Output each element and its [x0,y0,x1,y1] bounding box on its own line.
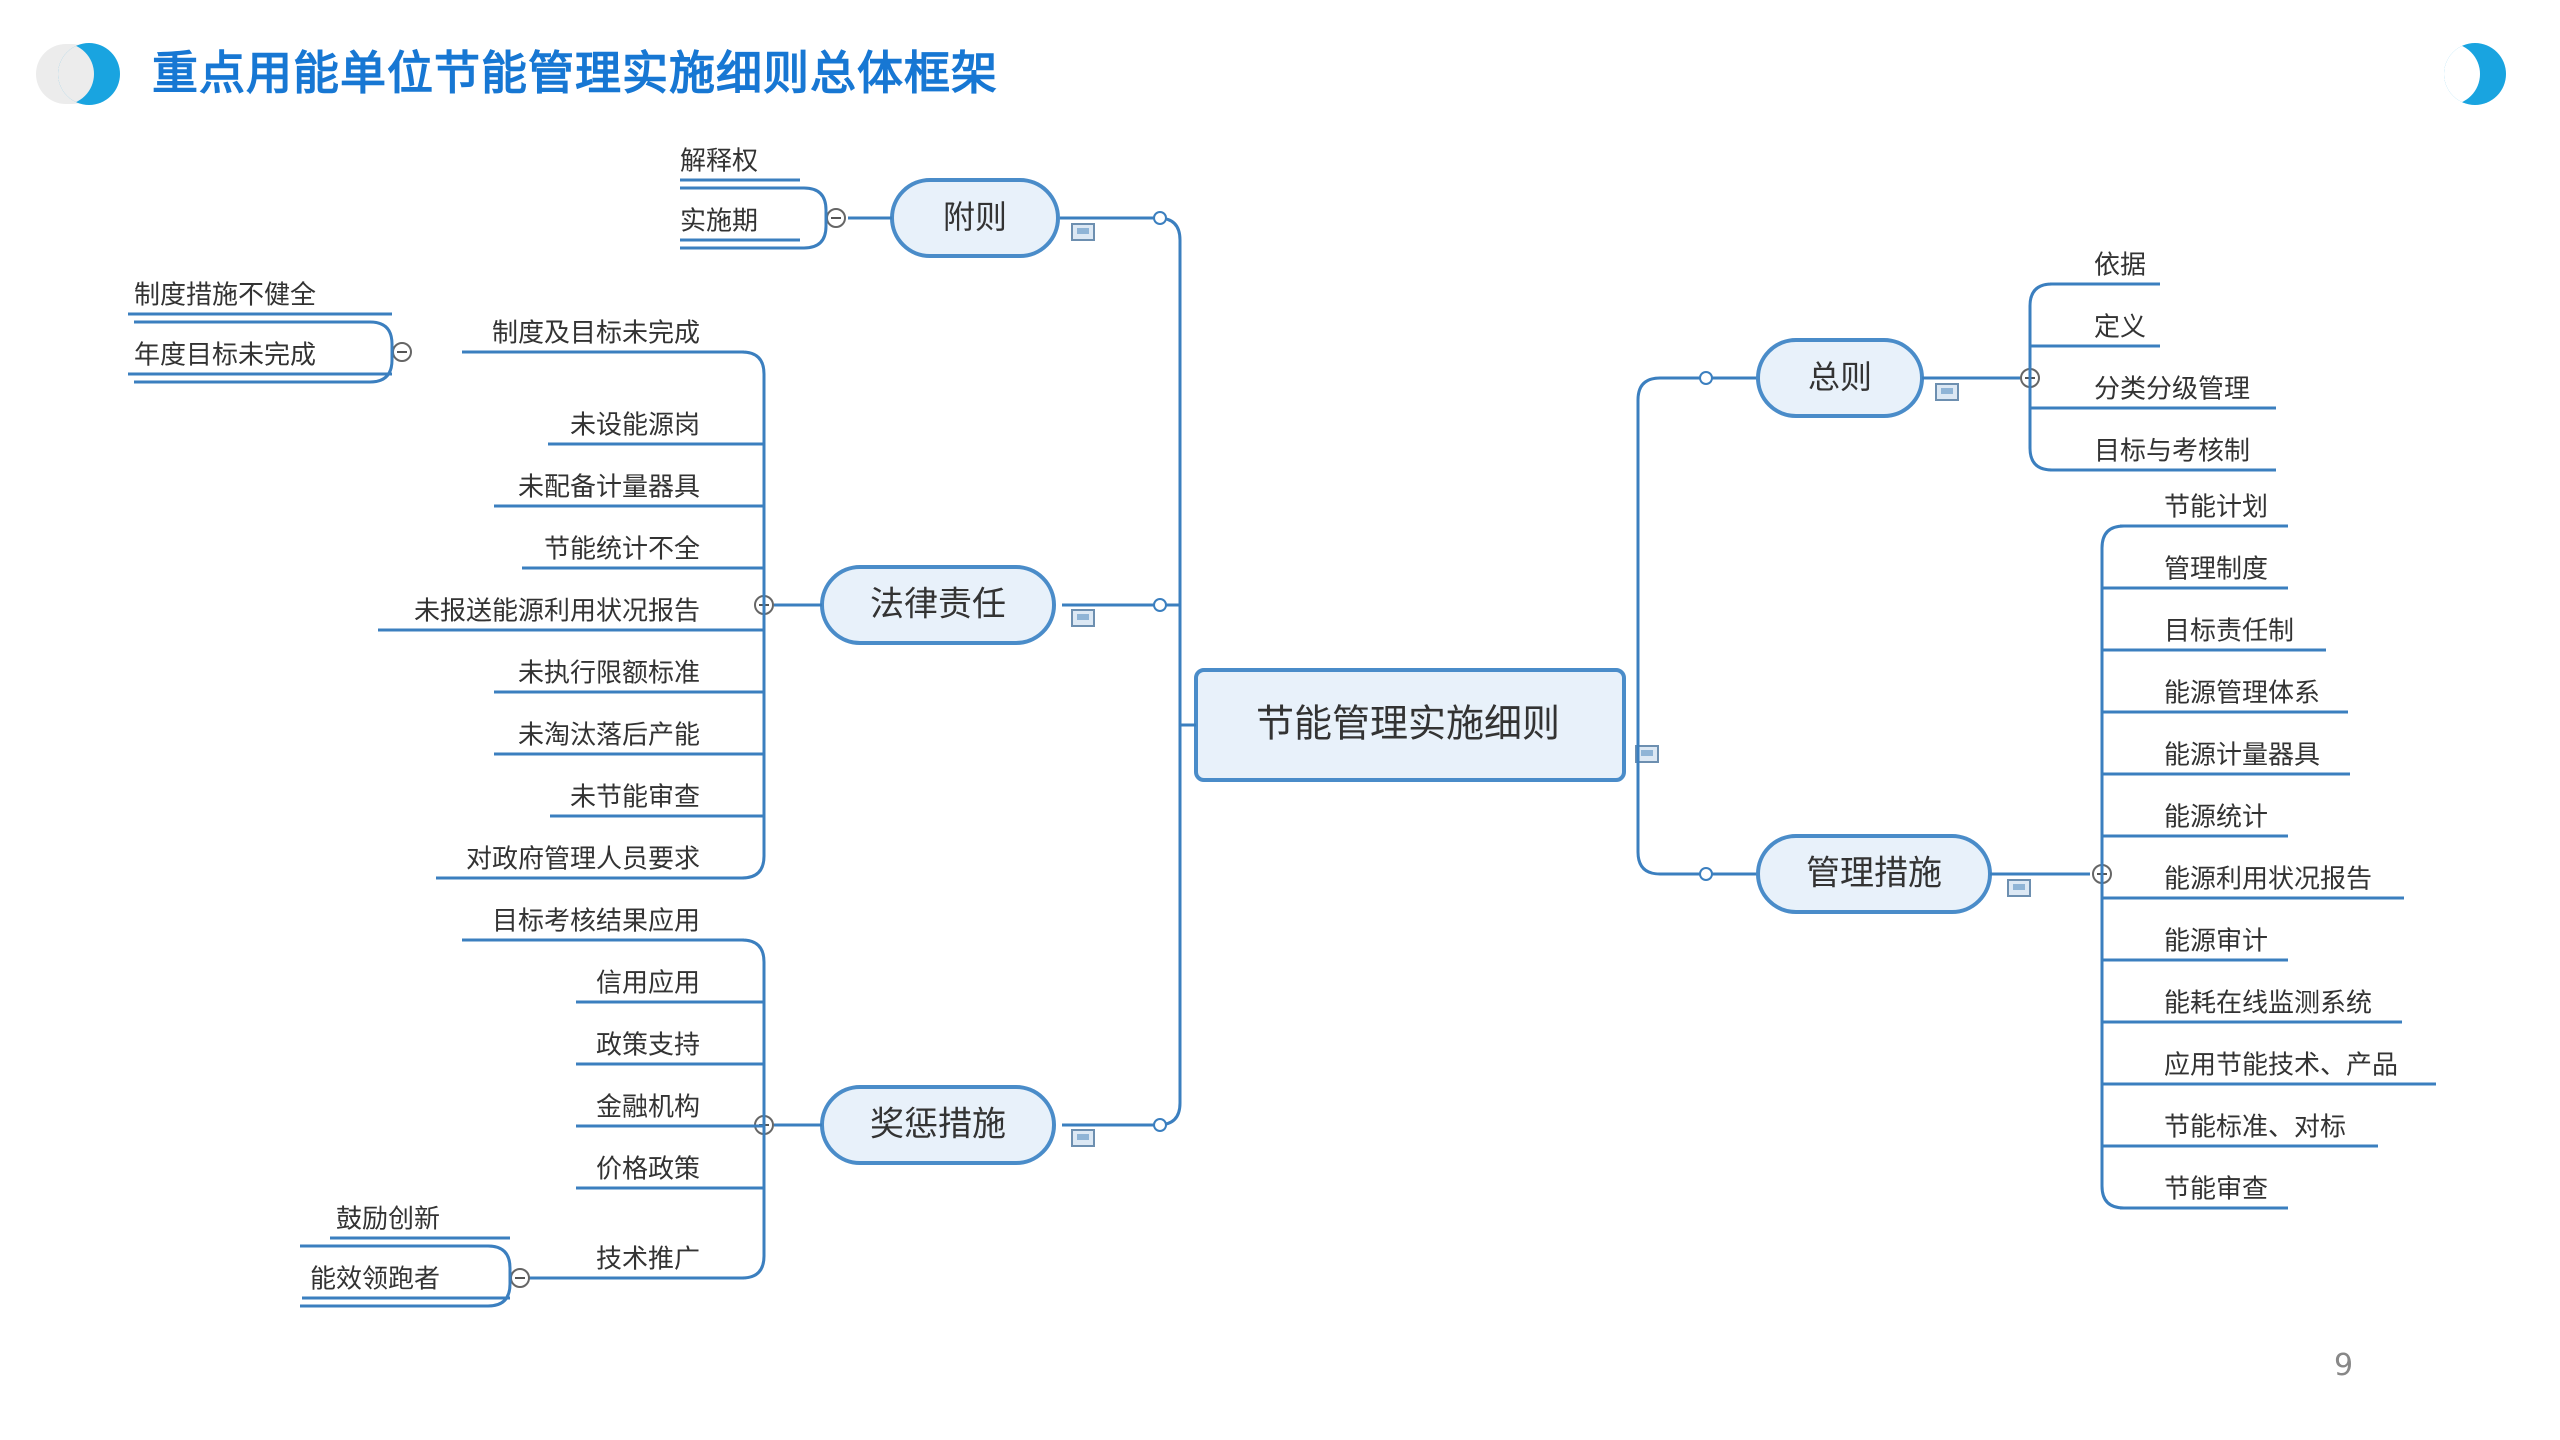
topic-guanli-label: 管理措施 [1806,854,1942,894]
right-spine-connector [1636,851,1706,876]
topic-guanli-note-icon-inner [2013,884,2025,890]
topic-falv-children-connector [741,855,766,880]
topic-fuze-children-connector [680,225,828,250]
topic-falv-child-5: 未执行限额标准 [518,659,700,689]
topic-falv-child-2: 未配备计量器具 [518,473,700,503]
topic-zongze-children-connector [2028,447,2053,472]
topic-fuze-child-1: 实施期 [680,207,758,237]
topic-falv-sub-1: 年度目标未完成 [134,341,316,371]
topic-guanli-child-6: 能源利用状况报告 [2164,865,2372,895]
topic-falv-joint [1153,598,1167,612]
topic-guanli-child-11: 节能审查 [2164,1175,2268,1205]
topic-guanli-child-2: 目标责任制 [2164,617,2294,647]
topic-falv-child-1: 未设能源岗 [570,411,700,441]
topic-fuze-children-connector [680,186,828,211]
topic-jiangcheng-child-3: 金融机构 [596,1093,700,1123]
topic-falv-sub-0: 制度措施不健全 [134,281,316,311]
topic-guanli-child-9: 应用节能技术、产品 [2164,1051,2398,1081]
topic-guanli-child-7: 能源审计 [2164,927,2268,957]
topic-jiangcheng-note-icon-inner [1077,1134,1089,1140]
topic-fuze-label: 附则 [943,198,1007,236]
topic-zongze-children-connector [2028,282,2053,307]
topic-fuze-joint [1153,211,1167,225]
topic-guanli-child-5: 能源统计 [2164,803,2268,833]
topic-zongze-child-2: 分类分级管理 [2094,375,2250,405]
topic-guanli-children-connector [2100,1185,2125,1210]
topic-jiangcheng-sub-connector [300,1283,512,1308]
topic-jiangcheng-child-0: 目标考核结果应用 [492,907,700,937]
topic-guanli-children-connector [2100,524,2125,549]
topic-jiangcheng-child-5: 技术推广 [596,1245,700,1275]
topic-guanli-child-0: 节能计划 [2164,493,2268,523]
header-crescent-right-icon [2444,43,2506,105]
topic-falv-note-icon-inner [1077,614,1089,620]
topic-falv-child-0: 制度及目标未完成 [492,319,700,349]
topic-jiangcheng-sub-0: 鼓励创新 [336,1205,440,1235]
topic-jiangcheng-child-4: 价格政策 [596,1155,700,1185]
topic-falv-child-7: 未节能审查 [570,783,700,813]
topic-zongze-child-1: 定义 [2094,313,2146,343]
topic-guanli-joint [1699,867,1713,881]
topic-guanli-child-3: 能源管理体系 [2164,679,2320,709]
topic-fuze-child-0: 解释权 [680,147,758,177]
topic-falv-sub-connector [134,359,394,384]
topic-jiangcheng-label: 奖惩措施 [870,1105,1006,1145]
page-title: 重点用能单位节能管理实施细则总体框架 [152,46,998,100]
topic-zongze-child-0: 依据 [2094,251,2146,281]
root-note-icon-inner [1641,750,1653,756]
topic-jiangcheng-joint [1153,1118,1167,1132]
topic-jiangcheng-sub-1: 能效领跑者 [310,1265,440,1295]
topic-falv-child-3: 节能统计不全 [544,535,700,565]
topic-zongze-label: 总则 [1808,358,1872,396]
root-label: 节能管理实施细则 [1256,702,1560,746]
topic-falv-sub-connector [134,320,394,345]
topic-falv-children-connector [741,350,766,375]
topic-zongze-note-icon-inner [1941,388,1953,394]
topic-guanli-child-10: 节能标准、对标 [2164,1113,2346,1143]
topic-jiangcheng-child-2: 政策支持 [596,1031,700,1061]
topic-falv-child-6: 未淘汰落后产能 [518,721,700,751]
topic-guanli-child-8: 能耗在线监测系统 [2164,989,2372,1019]
topic-guanli-child-1: 管理制度 [2164,555,2268,585]
right-spine-connector [1636,376,1706,401]
header-crescent-left-icon [58,43,120,105]
topic-fuze-note-icon-inner [1077,228,1089,234]
topic-jiangcheng-child-1: 信用应用 [596,969,700,999]
topic-zongze-joint [1699,371,1713,385]
topic-guanli-child-4: 能源计量器具 [2164,741,2320,771]
topic-jiangcheng-sub-connector [300,1244,512,1269]
topic-falv-child-4: 未报送能源利用状况报告 [414,597,700,627]
topic-jiangcheng-children-connector [741,938,766,963]
topic-falv-label: 法律责任 [870,585,1006,625]
slide-header: 重点用能单位节能管理实施细则总体框架 [0,0,2560,140]
topic-zongze-child-3: 目标与考核制 [2094,437,2250,467]
topic-jiangcheng-children-connector [741,1255,766,1280]
page-number: 9 [2334,1348,2354,1383]
topic-falv-child-8: 对政府管理人员要求 [466,845,700,875]
